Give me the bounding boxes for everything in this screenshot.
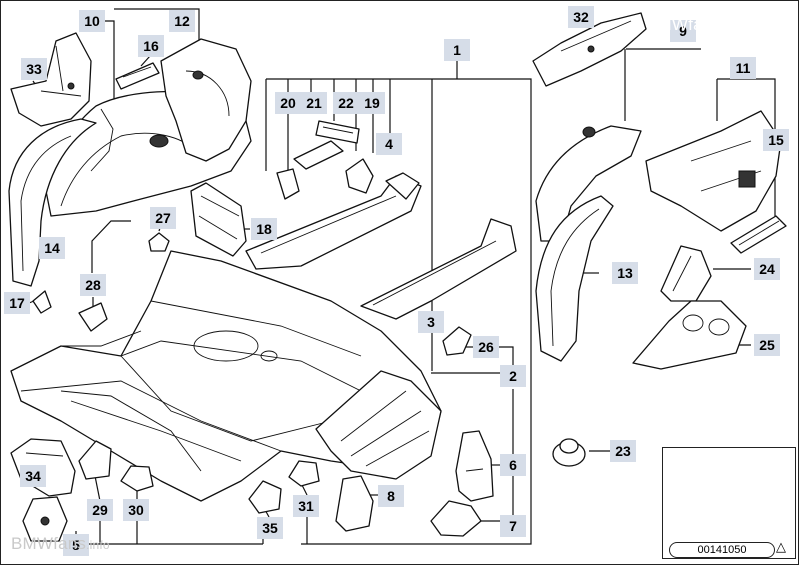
part-clip-27 xyxy=(148,232,170,252)
part-bracket-6 xyxy=(455,430,494,502)
callout-31: 31 xyxy=(293,495,319,517)
callout-7: 7 xyxy=(500,515,526,537)
callout-22: 22 xyxy=(333,92,359,114)
callout-8: 8 xyxy=(378,485,404,507)
part-wheelhouse-11 xyxy=(645,110,782,232)
callout-14: 14 xyxy=(39,237,65,259)
part-brackets-20-21-22-19 xyxy=(276,120,374,200)
part-support-33 xyxy=(10,32,92,127)
part-bracket-31 xyxy=(288,460,320,487)
part-wheelarch-9 xyxy=(535,125,642,242)
part-member-3 xyxy=(360,218,517,320)
callout-9: 9 xyxy=(670,20,696,42)
callout-21: 21 xyxy=(301,92,327,114)
callout-4: 4 xyxy=(376,133,402,155)
part-bracket-32 xyxy=(532,12,647,87)
part-bracket-16 xyxy=(115,62,160,90)
callout-19: 19 xyxy=(359,92,385,114)
callout-5: 5 xyxy=(63,534,89,556)
callout-13: 13 xyxy=(612,262,638,284)
callout-12: 12 xyxy=(169,10,195,32)
triangle-icon: △ xyxy=(776,539,786,554)
part-clip-17 xyxy=(32,290,52,314)
callout-28: 28 xyxy=(80,274,106,296)
callout-30: 30 xyxy=(123,499,149,521)
watermark-bottom: BMWfans.info xyxy=(11,534,110,554)
part-bracket-7 xyxy=(430,500,482,537)
part-panel-15 xyxy=(730,215,787,254)
callout-17: 17 xyxy=(4,292,30,314)
part-bracket-29 xyxy=(78,440,112,480)
part-bracket-24 xyxy=(660,245,712,302)
part-bracket-35 xyxy=(248,480,282,514)
part-bracket-30 xyxy=(120,465,154,492)
callout-6: 6 xyxy=(500,454,526,476)
callout-11: 11 xyxy=(730,57,756,79)
callout-3: 3 xyxy=(418,311,444,333)
part-bracket-28 xyxy=(78,302,108,332)
part-grommet-23 xyxy=(552,438,586,467)
callout-18: 18 xyxy=(251,218,277,240)
callout-25: 25 xyxy=(754,334,780,356)
watermark-top-main: BMWfans xyxy=(646,15,722,34)
callout-23: 23 xyxy=(610,440,636,462)
part-rear-apron xyxy=(315,370,442,480)
callout-29: 29 xyxy=(87,499,113,521)
callout-16: 16 xyxy=(138,35,164,57)
callout-27: 27 xyxy=(150,207,176,229)
part-member-4 xyxy=(245,172,422,270)
part-wheelhouse-13 xyxy=(535,195,614,362)
callout-2: 2 xyxy=(500,365,526,387)
callout-20: 20 xyxy=(275,92,301,114)
part-bracket-18 xyxy=(190,182,247,257)
callout-1: 1 xyxy=(444,39,470,61)
watermark-bottom-suffix: .info xyxy=(86,538,110,552)
callout-32: 32 xyxy=(568,6,594,28)
watermark-bottom-main: BMWfans xyxy=(11,534,87,553)
callout-33: 33 xyxy=(21,58,47,80)
part-support-25 xyxy=(632,300,747,370)
callout-10: 10 xyxy=(79,10,105,32)
callout-26: 26 xyxy=(473,336,499,358)
callout-24: 24 xyxy=(754,258,780,280)
callout-15: 15 xyxy=(763,129,789,151)
part-clip-26 xyxy=(442,326,472,356)
reference-number: 00141050 xyxy=(669,542,775,558)
callout-34: 34 xyxy=(20,465,46,487)
part-bracket-5 xyxy=(22,496,68,542)
location-inset xyxy=(662,447,796,559)
part-wheel-arch-inner xyxy=(45,38,252,217)
watermark-top-suffix: .info xyxy=(721,19,745,33)
part-wheelhouse-14 xyxy=(8,118,97,287)
part-bracket-8 xyxy=(335,475,374,532)
callout-35: 35 xyxy=(257,517,283,539)
watermark-top: BMWfans.info xyxy=(646,15,745,35)
